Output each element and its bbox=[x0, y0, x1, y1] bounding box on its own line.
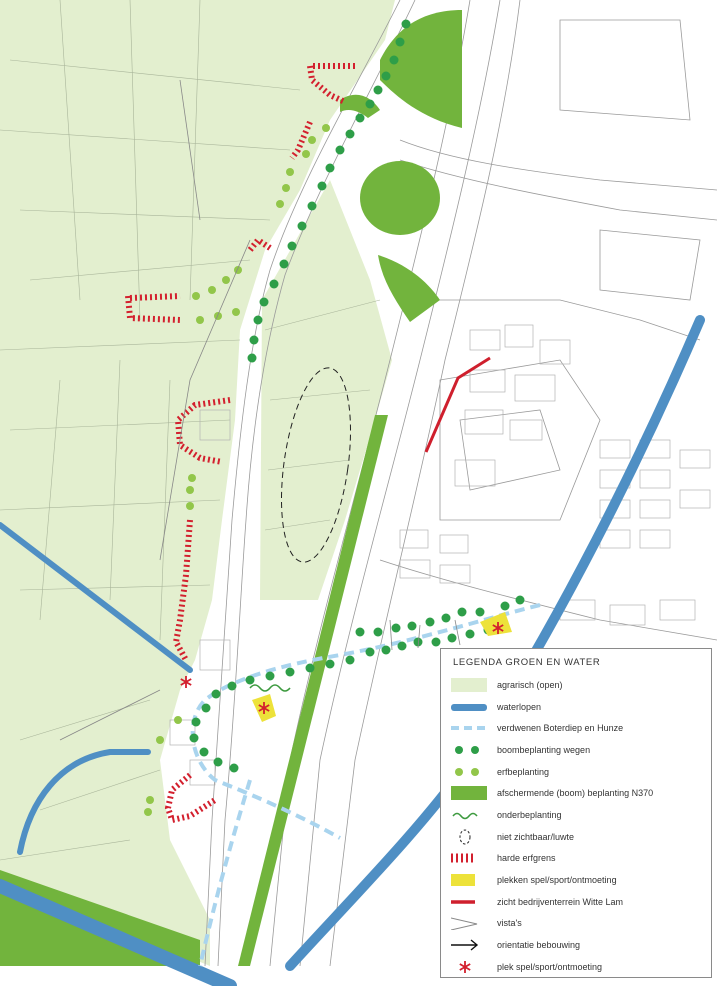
plek-asterisks bbox=[180, 622, 504, 714]
legend-item-boombeplanting: boombeplanting wegen bbox=[449, 739, 703, 761]
legend-label: plekken spel/sport/ontmoeting bbox=[497, 875, 617, 886]
legend-label: orientatie bebouwing bbox=[497, 940, 581, 951]
agrarisch-areas bbox=[0, 0, 395, 966]
niet-zichtbaar-ellipse bbox=[281, 367, 351, 563]
red-line-icon bbox=[449, 894, 489, 910]
legend-panel: LEGENDA GROEN EN WATER agrarisch (open) … bbox=[440, 648, 712, 978]
legend-title: LEGENDA GROEN EN WATER bbox=[453, 657, 601, 668]
legend-label: erfbeplanting bbox=[497, 766, 550, 777]
legend-label: verdwenen Boterdiep en Hunze bbox=[497, 723, 624, 734]
legend-item-harde-erfgrens: harde erfgrens bbox=[449, 848, 703, 870]
legend-item-verdwenen: verdwenen Boterdiep en Hunze bbox=[449, 717, 703, 739]
legend-item-agrarisch: agrarisch (open) bbox=[449, 674, 703, 696]
harde-erfgrens bbox=[125, 63, 355, 824]
legend-label: harde erfgrens bbox=[497, 853, 556, 864]
boombeplanting-wegen bbox=[189, 19, 525, 773]
yellow-fill-icon bbox=[449, 872, 489, 888]
pale-green-fill-icon bbox=[449, 677, 489, 693]
afschermende-beplanting bbox=[0, 10, 462, 966]
legend-item-niet-zichtbaar: niet zichtbaar/luwte bbox=[449, 826, 703, 848]
legend-label: plek spel/sport/ontmoeting bbox=[497, 961, 603, 972]
legend-label: waterlopen bbox=[497, 701, 542, 712]
legend-item-onderbeplanting: onderbeplanting bbox=[449, 804, 703, 826]
legend-item-vistas: vista's bbox=[449, 913, 703, 935]
legend-item-waterlopen: waterlopen bbox=[449, 696, 703, 718]
legend-label: niet zichtbaar/luwte bbox=[497, 831, 575, 842]
dashed-ellipse-icon bbox=[449, 829, 489, 845]
legend-label: afschermende (boom) beplanting N370 bbox=[497, 788, 654, 799]
black-arrow-icon bbox=[449, 937, 489, 953]
red-asterisk-icon bbox=[449, 959, 489, 975]
legend-item-orientatie: orientatie bebouwing bbox=[449, 934, 703, 956]
legend-label: boombeplanting wegen bbox=[497, 744, 591, 755]
zicht-witte-lam-line bbox=[424, 356, 491, 453]
legend-label: agrarisch (open) bbox=[497, 679, 563, 690]
legend-item-plekken: plekken spel/sport/ontmoeting bbox=[449, 869, 703, 891]
legend-item-plek: plek spel/sport/ontmoeting bbox=[449, 956, 703, 978]
legend-item-zicht: zicht bedrijventerrein Witte Lam bbox=[449, 891, 703, 913]
legend-label: zicht bedrijventerrein Witte Lam bbox=[497, 896, 624, 907]
green-fill-icon bbox=[449, 785, 489, 801]
legend-label: vista's bbox=[497, 918, 522, 929]
light-green-dots-icon bbox=[449, 764, 489, 780]
dark-green-dots-icon bbox=[449, 742, 489, 758]
light-blue-dash-icon bbox=[449, 720, 489, 736]
blue-band-icon bbox=[449, 699, 489, 715]
green-wave-icon bbox=[449, 807, 489, 823]
vistas bbox=[59, 79, 461, 741]
legend-label: onderbeplanting bbox=[497, 809, 562, 820]
red-hatch-icon bbox=[449, 850, 489, 866]
legend-item-erfbeplanting: erfbeplanting bbox=[449, 761, 703, 783]
legend-item-afschermende: afschermende (boom) beplanting N370 bbox=[449, 782, 703, 804]
onderbeplanting-wave bbox=[249, 684, 291, 692]
parcel-lines bbox=[0, 0, 381, 861]
grey-chevron-icon bbox=[449, 915, 489, 931]
